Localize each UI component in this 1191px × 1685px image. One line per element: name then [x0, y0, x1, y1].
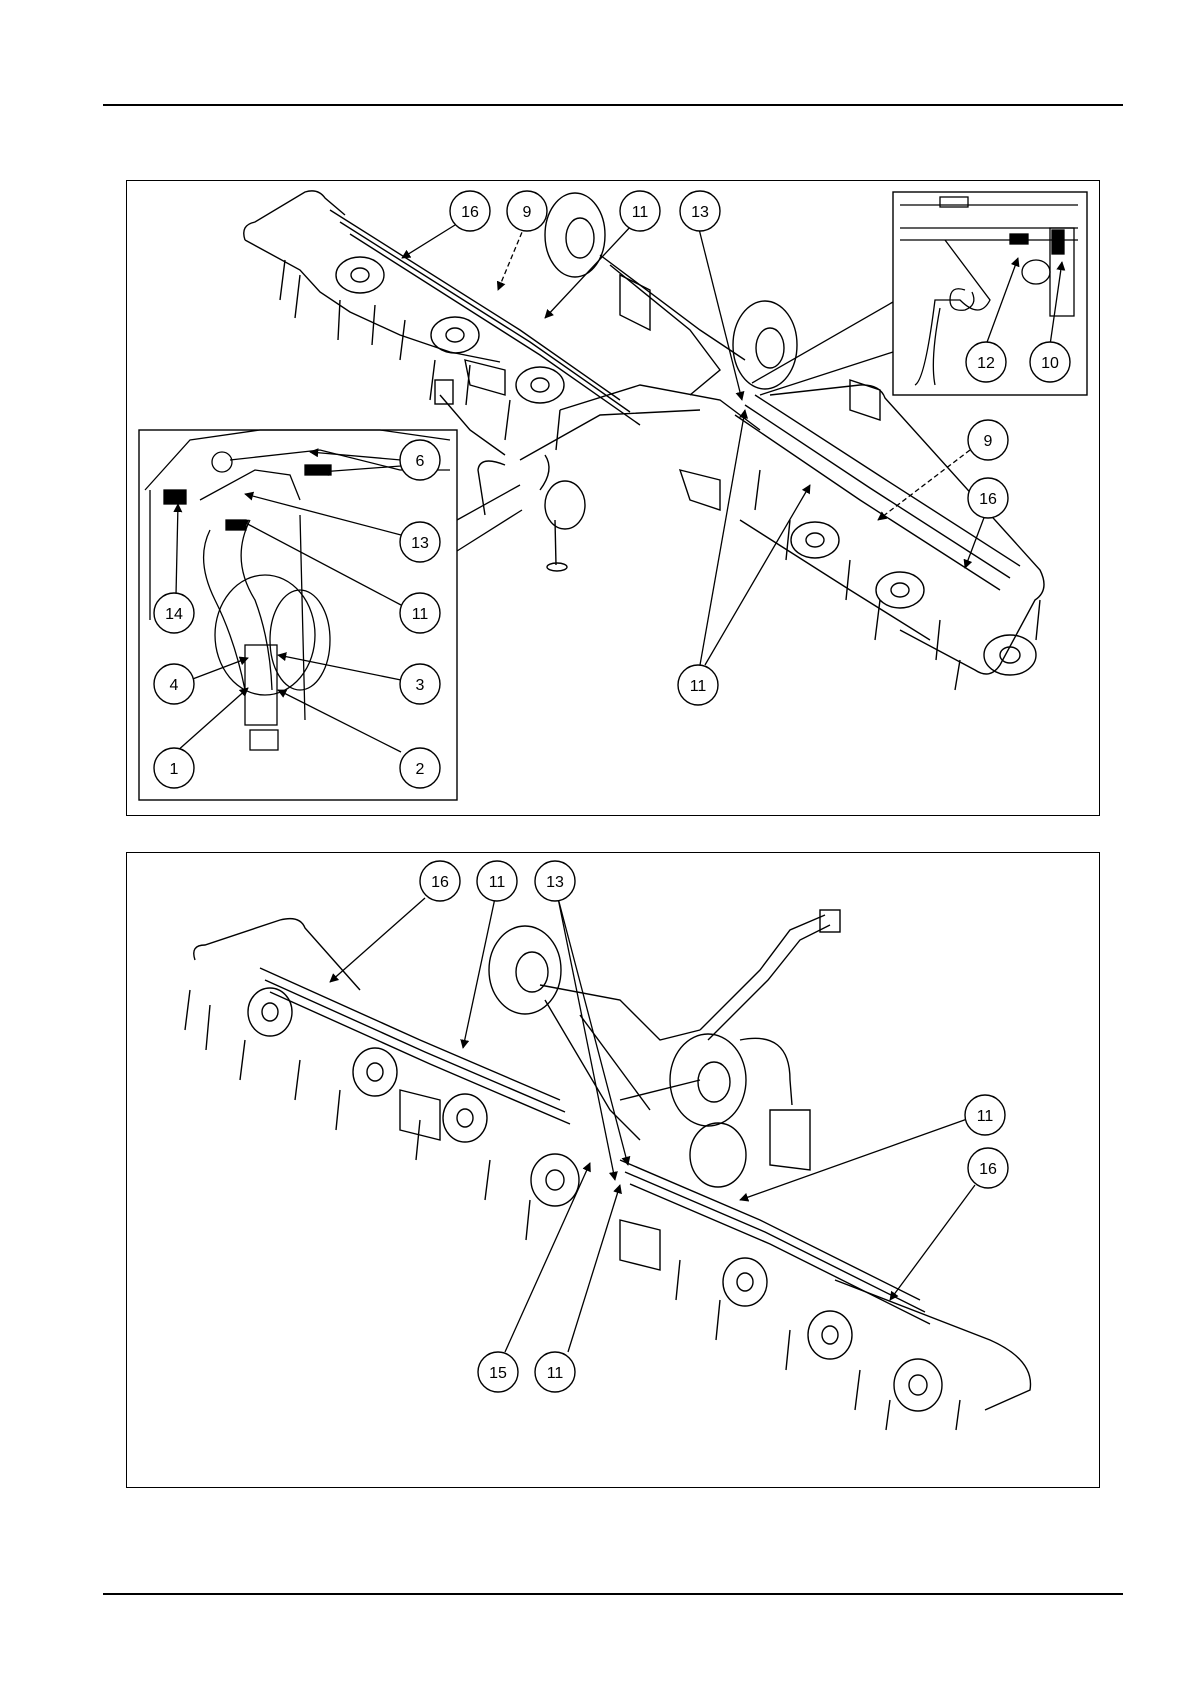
- callout-top-6: 6: [400, 440, 440, 480]
- callout-label: 1: [170, 761, 179, 778]
- callout-top-0: 16: [450, 191, 490, 231]
- callout-top-15: 16: [968, 478, 1008, 518]
- callout-label: 2: [416, 761, 425, 778]
- callout-label: 10: [1041, 355, 1059, 372]
- callout-top-1: 9: [507, 191, 547, 231]
- callout-label: 15: [489, 1365, 507, 1382]
- callout-top-12: 1: [154, 748, 194, 788]
- callout-label: 14: [165, 606, 183, 623]
- inset-connector-left: [457, 510, 522, 551]
- callout-bottom-3: 11: [965, 1095, 1005, 1135]
- callout-top-4: 12: [966, 342, 1006, 382]
- callout-label: 11: [632, 204, 649, 221]
- callout-label: 9: [523, 204, 532, 221]
- callout-bottom-4: 16: [968, 1148, 1008, 1188]
- inset-connector-top: [752, 302, 893, 383]
- callout-bottom-0: 16: [420, 861, 460, 901]
- callout-label: 3: [416, 677, 425, 694]
- callout-label: 16: [979, 491, 997, 508]
- callout-label: 16: [979, 1161, 997, 1178]
- callout-top-11: 3: [400, 664, 440, 704]
- callout-top-2: 11: [620, 191, 660, 231]
- callout-label: 11: [977, 1108, 994, 1125]
- callout-label: 16: [431, 874, 449, 891]
- callout-top-13: 2: [400, 748, 440, 788]
- callout-bottom-5: 15: [478, 1352, 518, 1392]
- callout-label: 11: [547, 1365, 564, 1382]
- callout-label: 13: [546, 874, 564, 891]
- callout-bottom-2: 13: [535, 861, 575, 901]
- callout-label: 13: [691, 204, 709, 221]
- callout-label: 16: [461, 204, 479, 221]
- callout-label: 11: [412, 606, 429, 623]
- callout-top-14: 9: [968, 420, 1008, 460]
- callout-label: 4: [170, 677, 179, 694]
- callout-top-9: 14: [154, 593, 194, 633]
- callout-label: 9: [984, 433, 993, 450]
- callout-label: 6: [416, 453, 425, 470]
- callout-label: 11: [489, 874, 506, 891]
- callout-label: 11: [690, 678, 707, 695]
- callout-top-5: 10: [1030, 342, 1070, 382]
- callout-top-3: 13: [680, 191, 720, 231]
- callout-bottom-6: 11: [535, 1352, 575, 1392]
- callout-bottom-1: 11: [477, 861, 517, 901]
- inset-connector-left-2: [457, 485, 520, 520]
- callout-top-16: 11: [678, 665, 718, 705]
- callout-label: 12: [977, 355, 995, 372]
- bottom-leaders: [330, 898, 975, 1352]
- callout-top-8: 11: [400, 593, 440, 633]
- callout-label: 13: [411, 535, 429, 552]
- callout-top-7: 13: [400, 522, 440, 562]
- bottom-machine-drawing: [185, 910, 1031, 1430]
- callout-top-10: 4: [154, 664, 194, 704]
